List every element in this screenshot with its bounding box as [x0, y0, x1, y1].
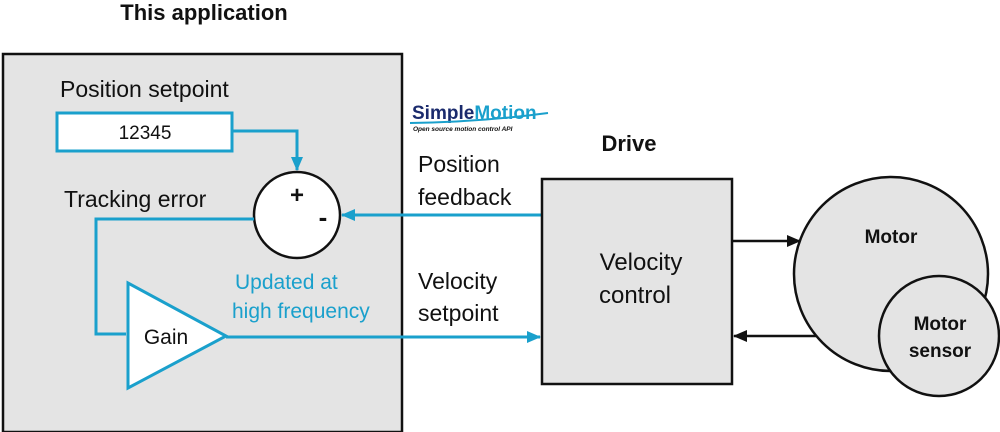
motor-sensor-line2: sensor [909, 341, 972, 362]
setpoint-label-line2: setpoint [418, 300, 499, 326]
gain-block [126, 280, 230, 391]
setpoint-to-sum-arrow [232, 129, 303, 171]
motor-sensor-line1: Motor [914, 314, 967, 335]
update-note-line1: Updated at [235, 271, 338, 294]
application-box [1, 52, 404, 432]
error-signal-line [94, 217, 254, 336]
position-setpoint-label: Position setpoint [60, 76, 229, 102]
setpoint-label-line1: Velocity [418, 268, 498, 294]
drive-title: Drive [601, 131, 656, 156]
velocity-control-line1: Velocity [600, 249, 683, 276]
motor-sensor-circle [877, 274, 1000, 398]
feedback-label-line2: feedback [418, 184, 512, 210]
plus-sign: + [290, 182, 304, 209]
logo-name-part2: Motion [474, 103, 536, 124]
velocity-control-line2: control [599, 282, 671, 309]
update-note-line2: high frequency [232, 300, 370, 323]
application-title: This application [120, 0, 287, 25]
setpoint-value: 12345 [119, 123, 172, 144]
gain-label: Gain [144, 326, 188, 349]
tracking-error-label: Tracking error [64, 186, 207, 212]
minus-sign: - [319, 202, 328, 232]
feedback-label-line1: Position [418, 151, 500, 177]
setpoint-input-box [55, 111, 234, 153]
svg-text:SimpleMotion: SimpleMotion [412, 103, 537, 124]
simplemotion-logo: SimpleMotion Open source motion control … [409, 103, 549, 133]
logo-tagline: Open source motion control API [413, 126, 513, 133]
logo-swoosh [409, 112, 549, 124]
logo-name-part1: Simple [412, 103, 474, 124]
motor-label: Motor [865, 227, 918, 248]
velocity-control-block [540, 177, 734, 386]
summing-junction [252, 170, 342, 260]
